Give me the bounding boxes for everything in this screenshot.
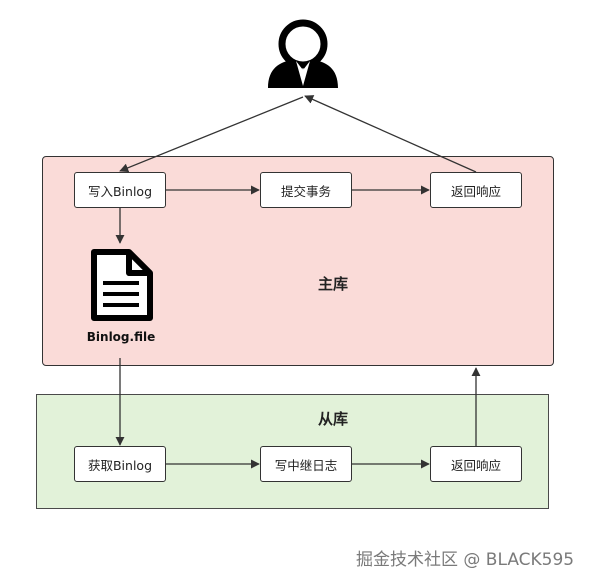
arrow-response-to-user bbox=[304, 95, 477, 173]
master-db-label: 主库 bbox=[318, 275, 349, 293]
fetch-binlog-node: 获取Binlog bbox=[74, 446, 166, 482]
document-icon bbox=[91, 249, 153, 321]
binlog-file-label: Binlog.file bbox=[86, 330, 156, 344]
watermark: 掘金技术社区 @ BLACK595 bbox=[356, 550, 575, 570]
slave-response-node: 返回响应 bbox=[430, 446, 522, 482]
write-relay-log-node: 写中继日志 bbox=[260, 446, 352, 482]
write-binlog-node: 写入Binlog bbox=[74, 172, 166, 208]
user-icon bbox=[268, 19, 338, 88]
master-response-node: 返回响应 bbox=[430, 172, 522, 208]
commit-transaction-node: 提交事务 bbox=[260, 172, 352, 208]
arrow-user-to-write-binlog bbox=[119, 96, 304, 173]
slave-db-label: 从库 bbox=[318, 410, 349, 428]
